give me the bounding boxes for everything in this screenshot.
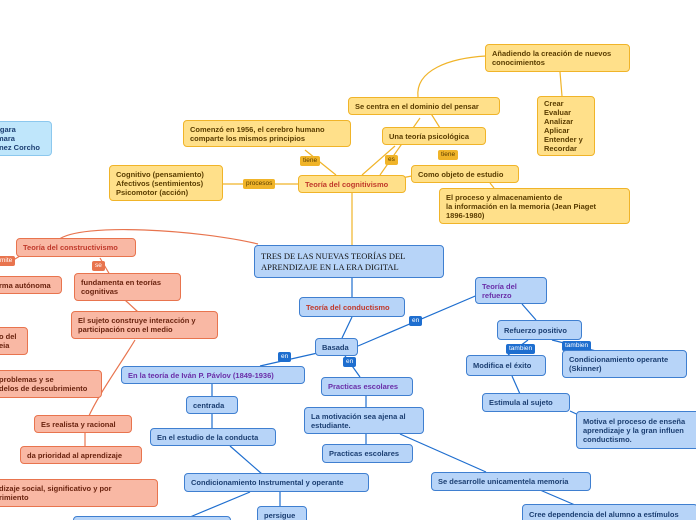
verbos-node[interactable]: Crear Evaluar Analizar Aplicar Entender … [537,96,595,156]
en-label-2: en [278,352,292,362]
persigue-node[interactable]: persigue [257,506,307,520]
realista-node[interactable]: Es realista y racional [34,415,132,433]
motivacion-node[interactable]: La motivación sea ajena al estudiante. [304,407,424,434]
pavlov-node[interactable]: En la teoría de Iván P. Pávlov (1849-193… [121,366,305,384]
objeto-estudio-node[interactable]: Como objeto de estudio [411,165,519,183]
teoria-psicologica-node[interactable]: Una teoría psicológica [382,127,486,145]
prioridad-node[interactable]: da prioridad al aprendizaje [20,446,142,464]
refuerzo-positivo-node[interactable]: Refuerzo positivo [497,320,582,340]
estimula-node[interactable]: Estimula al sujeto [482,393,570,412]
fundamenta-node[interactable]: fundamenta en teorías cognitivas [74,273,181,301]
en-label-3: en [343,357,357,367]
proceso-memoria-node[interactable]: El proceso y almacenamiento de la inform… [439,188,630,224]
en-label: en [409,316,423,326]
problemas-node[interactable]: problemas y se delos de descubrimiento [0,370,102,398]
skinner-node[interactable]: Condicionamiento operante (Skinner) [562,350,687,378]
origen-node[interactable]: Comenzó en 1956, el cerebro humano compa… [183,120,351,147]
estudio-conducta-node[interactable]: En el estudio de la conducta [150,428,276,446]
modifica-exito-node[interactable]: Modifica el éxito [466,355,546,376]
anadiendo-node[interactable]: Añadiendo la creación de nuevos conocimi… [485,44,630,72]
dependencia-node[interactable]: Cree dependencia del alumno a estímulos [522,504,696,520]
mite-label: mite [0,256,16,266]
tiene-label: tiene [300,156,321,166]
motiva-node[interactable]: Motiva el proceso de enseña aprendizaje … [576,411,696,449]
es-label: es [385,155,398,165]
sujeto-node[interactable]: El sujeto construye interacción y partic… [71,311,218,339]
memoria-node[interactable]: Se desarrolle unicamentela memoria [431,472,591,491]
basada-node[interactable]: Basada [315,338,358,356]
se-label: se [92,261,105,271]
tambien-label-2: tambien [562,341,592,351]
tiene-label-2: tiene [438,150,459,160]
procesos-node[interactable]: Cognitivo (pensamiento) Afectivos (senti… [109,165,223,201]
refuerzo-node[interactable]: Teoría del refuerzo [475,277,547,304]
partial-node[interactable]: o del eia [0,327,28,355]
forma-autonoma-node[interactable]: rma autónoma [0,276,62,294]
cognitivismo-node[interactable]: Teoría del cognitivismo [298,175,406,193]
authors-box[interactable]: rgara mara ínez Corcho [0,121,52,156]
practicas-escolares-node-2[interactable]: Practicas escolares [322,444,413,463]
procesos-label: procesos [243,179,276,189]
practicas-escolares-node[interactable]: Practicas escolares [321,377,413,396]
instrumental-node[interactable]: Condicionamiento Instrumental y operante [184,473,369,492]
root-topic[interactable]: TRES DE LAS NUEVAS TEORÍAS DEL APRENDIZA… [254,245,444,278]
constructivismo-node[interactable]: Teoría del constructivismo [16,238,136,257]
tambien-label: tambien [506,344,536,354]
dominio-node[interactable]: Se centra en el dominio del pensar [348,97,500,115]
conductismo-node[interactable]: Teoría del conductismo [299,297,405,317]
partial-bottom-node[interactable] [73,516,231,520]
centrada-node[interactable]: centrada [186,396,238,414]
aprendizaje-social-node[interactable]: dizaje social, significativo y por rimie… [0,479,158,507]
